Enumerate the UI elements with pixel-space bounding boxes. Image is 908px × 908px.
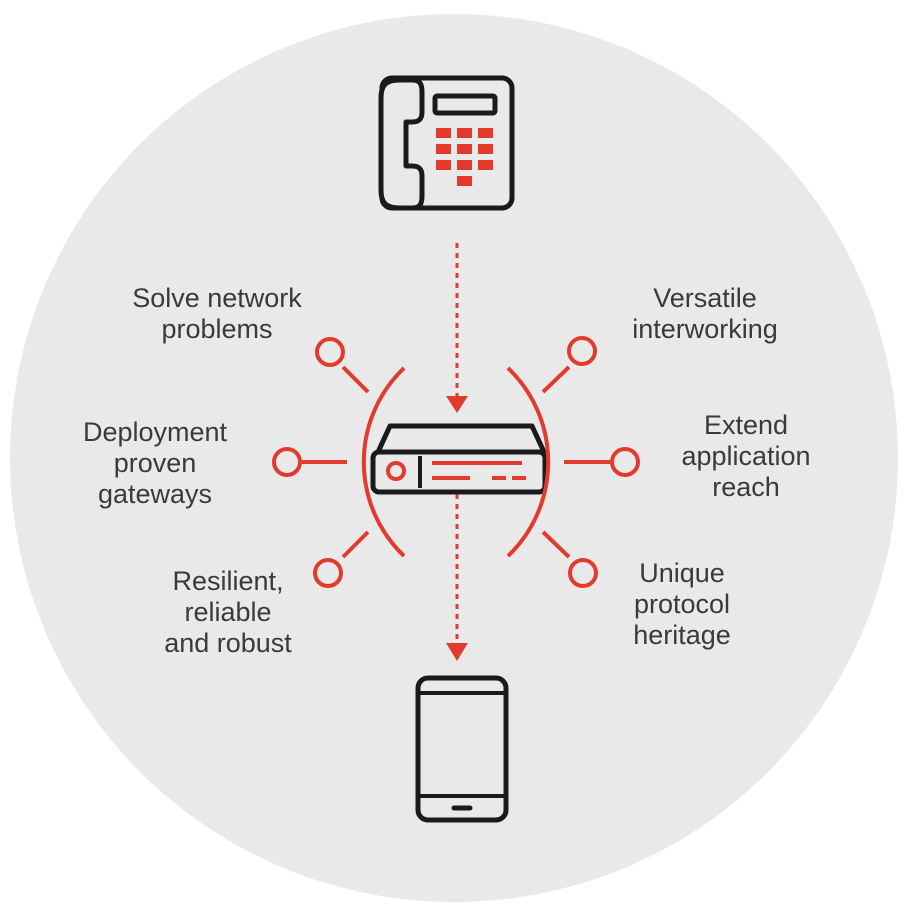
label-line: Deployment bbox=[82, 417, 228, 447]
label-line: problems bbox=[161, 314, 273, 344]
label-line: protocol bbox=[633, 589, 731, 619]
gateway-device-icon bbox=[370, 423, 548, 495]
label-line: heritage bbox=[633, 620, 731, 650]
label-line: reliable bbox=[184, 597, 272, 627]
label-line: interworking bbox=[632, 314, 778, 344]
label-solve-network-problems: Solve network problems bbox=[112, 283, 322, 345]
label-line: application bbox=[681, 441, 811, 471]
label-extend-application-reach: Extend application reach bbox=[648, 410, 844, 503]
label-line: Versatile bbox=[653, 283, 757, 313]
label-deployment-proven-gateways: Deployment proven gateways bbox=[55, 417, 255, 510]
arrow-phone-to-gateway bbox=[446, 243, 468, 413]
smartphone-icon bbox=[415, 675, 509, 823]
label-resilient-reliable-robust: Resilient, reliable and robust bbox=[128, 566, 328, 659]
label-versatile-interworking: Versatile interworking bbox=[600, 283, 810, 345]
label-line: and robust bbox=[164, 628, 292, 658]
label-unique-protocol-heritage: Unique protocol heritage bbox=[592, 558, 772, 651]
label-line: proven bbox=[113, 448, 197, 478]
label-line: Extend bbox=[703, 410, 789, 440]
left-feature-bracket bbox=[272, 337, 406, 588]
desk-phone-icon bbox=[378, 75, 515, 211]
label-line: Resilient, bbox=[172, 566, 284, 596]
label-line: Unique bbox=[639, 558, 725, 588]
arrow-gateway-to-smartphone bbox=[446, 494, 468, 661]
right-feature-bracket bbox=[506, 336, 640, 588]
label-line: gateways bbox=[97, 479, 213, 509]
phone-keypad bbox=[436, 128, 493, 186]
label-line: reach bbox=[712, 472, 780, 502]
label-line: Solve network bbox=[132, 283, 302, 313]
